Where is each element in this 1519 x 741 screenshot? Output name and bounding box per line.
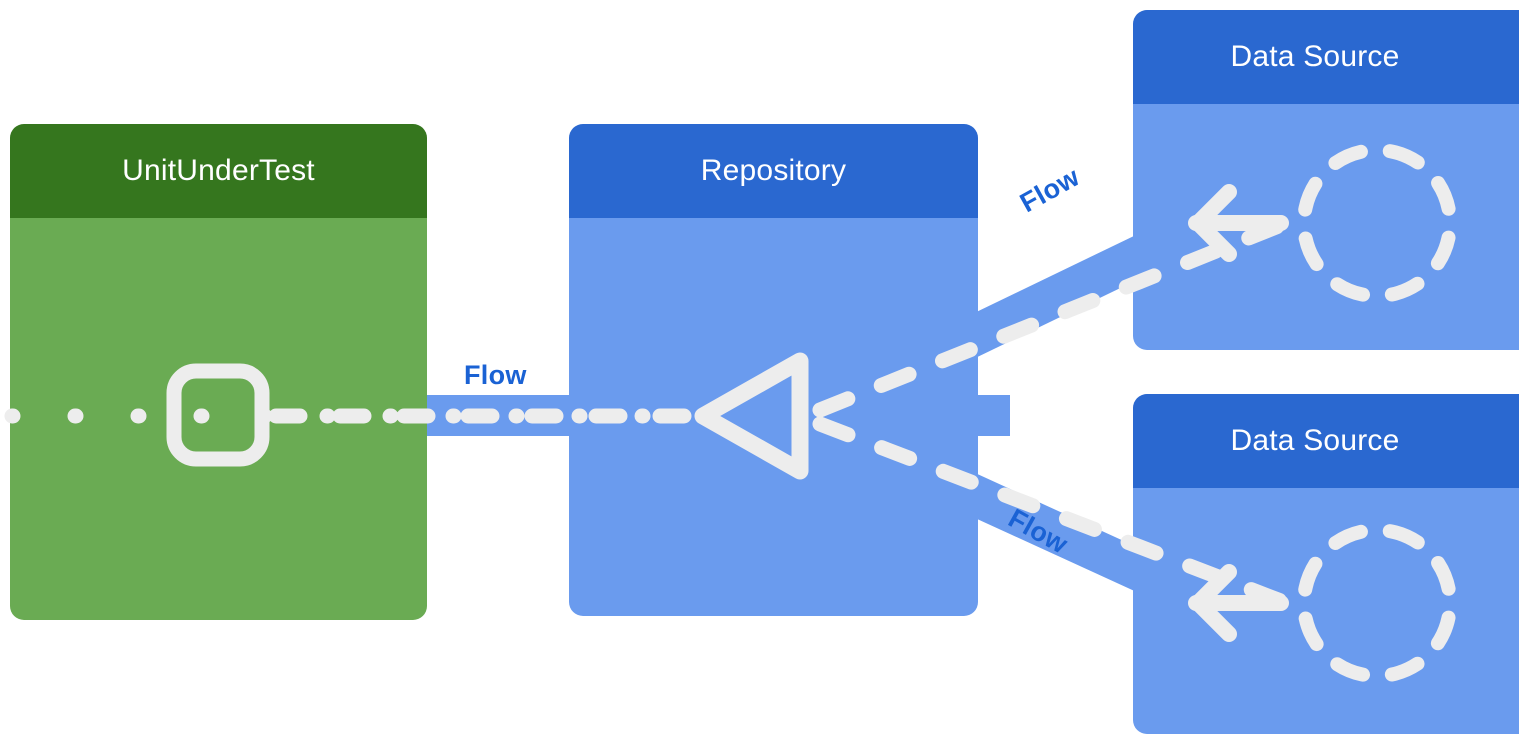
node-repository-body [569,218,978,616]
node-unit-under-test[interactable]: UnitUnderTest [10,124,427,620]
node-repository-header: Repository [569,124,978,218]
node-unit-under-test-header: UnitUnderTest [10,124,427,218]
node-data-source-top[interactable]: Data Source [1133,10,1519,350]
node-unit-under-test-body [10,218,427,620]
edge-bottom-label: Flow [1003,503,1073,560]
node-data-source-bottom-header: Data Source [1133,394,1519,488]
node-repository[interactable]: Repository [569,124,978,616]
node-data-source-top-title: Data Source [1230,40,1400,73]
node-data-source-bottom[interactable]: Data Source [1133,394,1519,734]
node-unit-under-test-title: UnitUnderTest [122,154,315,187]
node-repository-title: Repository [700,154,847,187]
edge-top-label: Flow [1015,161,1085,219]
node-data-source-top-body [1133,104,1519,350]
node-data-source-bottom-title: Data Source [1230,424,1400,457]
node-data-source-top-header: Data Source [1133,10,1519,104]
node-data-source-bottom-body [1133,488,1519,734]
edge-main-label: Flow [464,360,527,390]
